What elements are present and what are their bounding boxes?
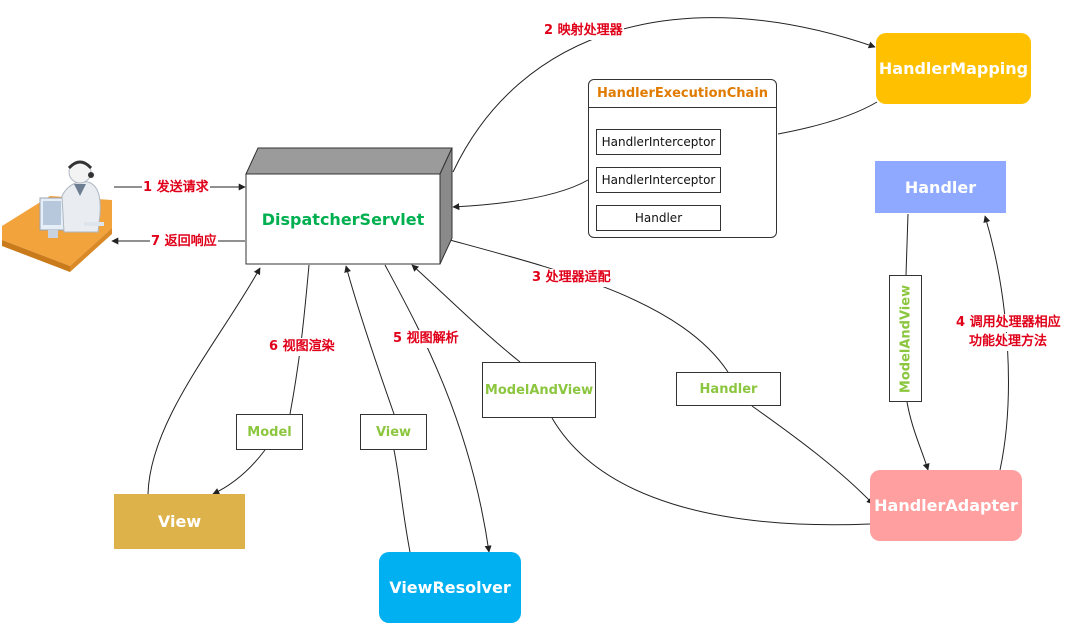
chain-item-interceptor-1: HandlerInterceptor (596, 129, 721, 155)
step-4-label-line1: 4 调用处理器相应 (955, 314, 1062, 332)
model-edge-box: Model (236, 414, 303, 450)
view-resolver-node: ViewResolver (379, 552, 521, 623)
step-5-label: 5 视图解析 (392, 330, 460, 348)
model-and-view-vertical-text: ModelAndView (898, 284, 913, 393)
dispatcher-servlet-node (245, 147, 453, 265)
model-and-view-vertical-edge-box: ModelAndView (889, 275, 922, 402)
handler-execution-chain: HandlerExecutionChain HandlerInterceptor… (588, 79, 777, 238)
dispatcher-servlet-label: DispatcherServlet (261, 209, 425, 229)
step-6-label: 6 视图渲染 (268, 338, 336, 356)
chain-item-interceptor-2: HandlerInterceptor (596, 167, 721, 193)
step-3-label: 3 处理器适配 (531, 269, 612, 287)
view-node: View (114, 494, 245, 549)
customer-service-agent-icon (2, 160, 112, 272)
model-and-view-edge-box: ModelAndView (482, 362, 596, 418)
handler-mapping-node: HandlerMapping (876, 33, 1031, 104)
step-1-label: 1 发送请求 (142, 179, 210, 197)
step-4-label-line2: 功能处理方法 (968, 333, 1049, 351)
chain-item-handler: Handler (596, 205, 721, 231)
handler-node: Handler (875, 161, 1006, 213)
view-edge-box: View (360, 414, 427, 450)
handler-adapter-node: HandlerAdapter (870, 470, 1022, 541)
step-2-label: 2 映射处理器 (543, 22, 624, 40)
handler-edge-box: Handler (676, 372, 781, 406)
chain-title: HandlerExecutionChain (589, 80, 776, 108)
step-7-label: 7 返回响应 (150, 233, 218, 251)
